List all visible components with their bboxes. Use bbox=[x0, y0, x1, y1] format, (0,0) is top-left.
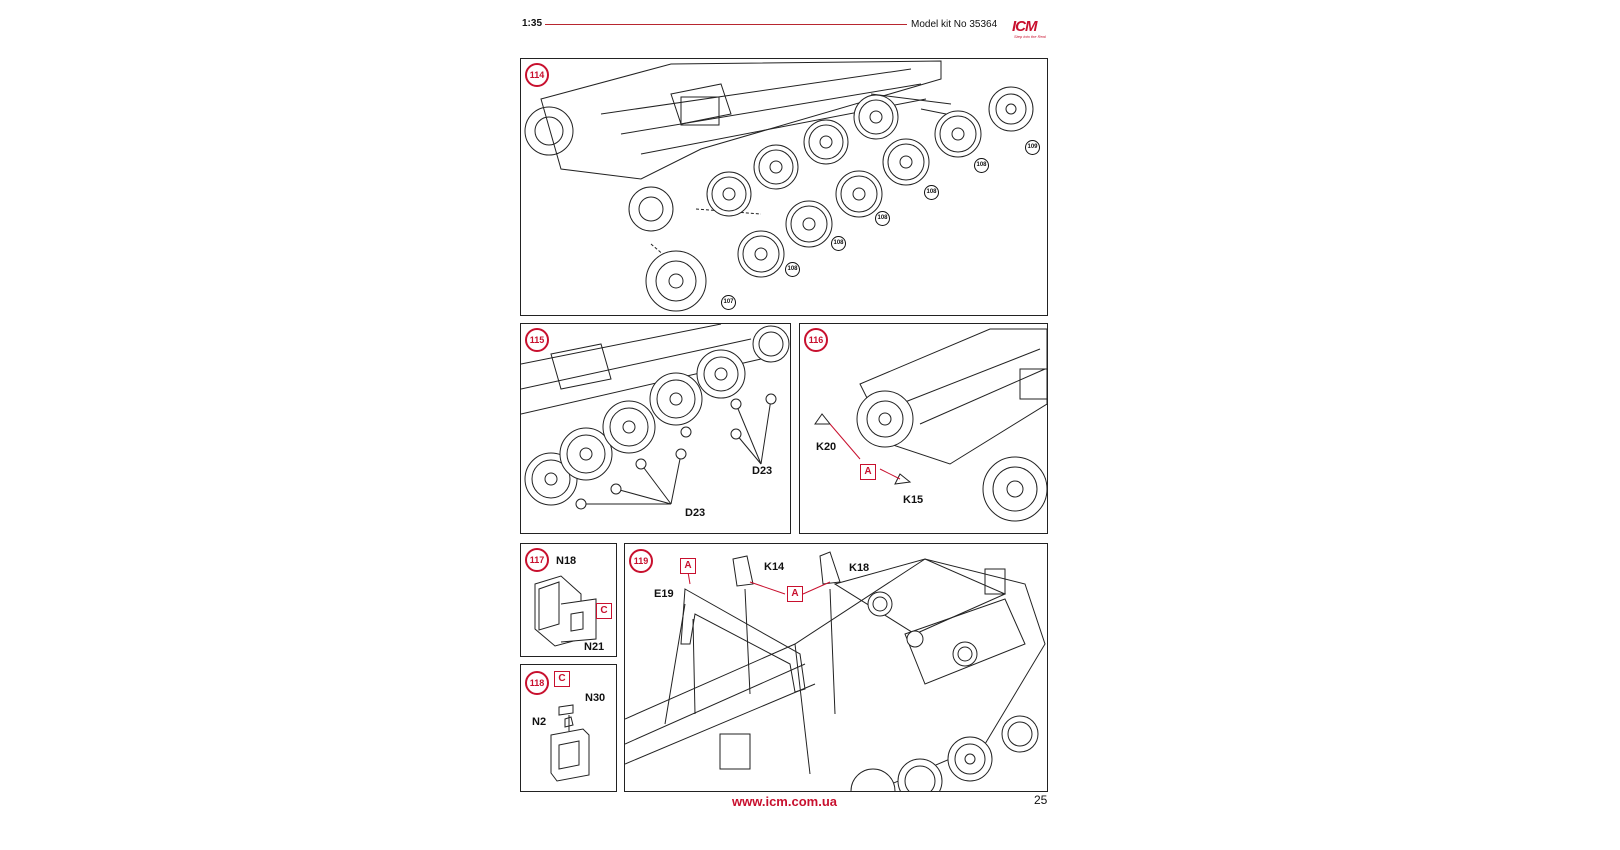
sprue-letter-box: A bbox=[787, 586, 803, 602]
step-117-drawing bbox=[534, 575, 597, 647]
sprue-letter-box: C bbox=[554, 671, 570, 687]
road-wheel bbox=[706, 171, 752, 217]
step-119-panel: 119 E19 K14 K18 A A bbox=[624, 543, 1048, 792]
logo-tagline: Step into the Real bbox=[1014, 34, 1046, 39]
part-label: D23 bbox=[752, 465, 773, 477]
step-114-panel: 114 107 108 108 108 108 108 108 109 bbox=[520, 58, 1048, 316]
part-label: N21 bbox=[584, 641, 605, 653]
step-119-drawing bbox=[625, 551, 1046, 791]
step-number-badge: 115 bbox=[525, 328, 549, 352]
step-number-badge: 117 bbox=[525, 548, 549, 572]
step-number-badge: 119 bbox=[629, 549, 653, 573]
part-label: D23 bbox=[685, 507, 706, 519]
sprue-letter-box: A bbox=[680, 558, 696, 574]
part-label: K14 bbox=[764, 561, 785, 573]
part-callout: 108 bbox=[785, 262, 800, 277]
part-label: K18 bbox=[849, 562, 870, 574]
sprue-letter-box: C bbox=[596, 603, 612, 619]
step-115-drawing bbox=[521, 324, 790, 510]
part-callout: 108 bbox=[875, 211, 890, 226]
scale-label: 1:35 bbox=[522, 18, 543, 29]
step-number-badge: 114 bbox=[525, 63, 549, 87]
website-link[interactable]: www.icm.com.ua bbox=[732, 794, 837, 809]
header-rule bbox=[545, 24, 907, 25]
part-label: N30 bbox=[585, 692, 606, 704]
page-number: 25 bbox=[1034, 793, 1048, 807]
part-label: E19 bbox=[654, 588, 674, 600]
part-label: N2 bbox=[532, 716, 547, 728]
part-label: N18 bbox=[556, 555, 577, 567]
part-label: K15 bbox=[903, 494, 924, 506]
step-114-drawing bbox=[524, 60, 1034, 312]
part-callout: 108 bbox=[974, 158, 989, 173]
step-118-drawing bbox=[550, 704, 590, 782]
part-callout: 109 bbox=[1025, 140, 1040, 155]
model-kit-number: Model kit No 35364 bbox=[911, 19, 998, 30]
sprue-letter-box: A bbox=[860, 464, 876, 480]
step-115-panel: 115 D23 D23 bbox=[520, 323, 791, 534]
part-label: K20 bbox=[816, 441, 837, 453]
step-number-badge: 116 bbox=[804, 328, 828, 352]
part-callout: 107 bbox=[721, 295, 736, 310]
part-callout: 108 bbox=[831, 236, 846, 251]
icm-logo: ICM bbox=[1012, 18, 1037, 35]
part-callout: 108 bbox=[924, 185, 939, 200]
step-117-panel: 117 N18 N21 C bbox=[520, 543, 617, 657]
step-118-panel: 118 C N30 N2 bbox=[520, 664, 617, 792]
step-116-panel: 116 K20 K15 A bbox=[799, 323, 1048, 534]
step-number-badge: 118 bbox=[525, 671, 549, 695]
step-116-drawing bbox=[814, 328, 1047, 522]
